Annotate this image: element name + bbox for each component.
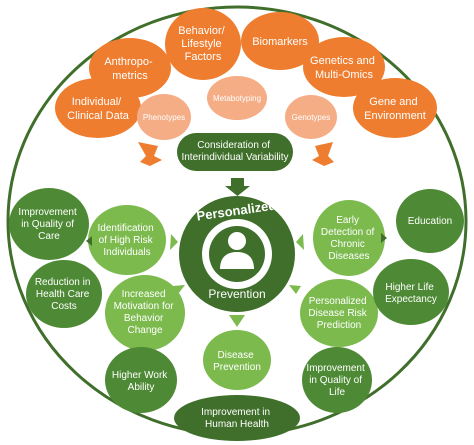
orange-input-behavior-label: Behavior/ Lifestyle Factors [178,25,228,63]
arrow-to-early-detection [296,234,304,250]
orange-input-anthropometrics: Anthropo- metrics [89,38,171,98]
outer-outcome-life-expectancy-label: Higher Life Expectancy [385,282,437,305]
outer-outcome-quality-of-care-label: Improvement in Quality of Care [18,207,79,242]
outer-outcome-education-label: Education [408,216,452,227]
center-subtitle: Prevention [208,287,265,301]
connector-arrow-right-upper [381,233,387,243]
inner-outcome-motivation-label: Increased Motivation for Behavior Change [114,289,177,336]
person-icon [220,232,254,269]
arrow-to-motivation [173,285,185,294]
inner-outcome-risk-prediction-label: Personalized Disease Risk Prediction [308,296,369,331]
bottom-label: Improvement in Human Health [201,407,273,430]
outer-outcome-health-care-costs-label: Reduction in Health Care Costs [35,277,93,312]
orange-input-genetics: Genetics and Multi-Omics [303,37,385,97]
orange-input-behavior: Behavior/ Lifestyle Factors [165,8,241,80]
consideration-label: Consideration of Interindividual Variabi… [181,140,288,163]
omics-genotypes-label: Genotypes [292,113,331,122]
arrow-down-to-center [225,178,250,196]
orange-input-anthropometrics-label: Anthropo- metrics [104,56,155,82]
outer-outcome-health-care-costs: Reduction in Health Care Costs [26,260,102,328]
inner-outcome-disease-prevention-label: Disease Prevention [213,350,261,373]
arrow-left-orange [138,142,162,166]
inner-outcome-disease-prevention: Disease Prevention [203,330,271,390]
inner-outcome-early-detection-label: Early Detection of Chronic Diseases [321,215,377,262]
outer-outcome-quality-of-care: Improvement in Quality of Care [9,188,89,260]
center-personalized-prevention: Personalized Prevention [179,196,295,312]
arrow-to-disease-prevention [229,315,245,327]
inner-outcome-risk-prediction: Personalized Disease Risk Prediction [300,279,378,347]
arrow-right-orange [312,142,334,166]
orange-input-genetics-label: Genetics and Multi-Omics [310,55,378,81]
orange-input-biomarkers-label: Biomarkers [252,36,308,48]
inner-outcome-identification: Identification of High Risk Individuals [88,205,166,275]
omics-phenotypes: Phenotypes [137,94,191,140]
arrow-to-risk-prediction [289,285,301,294]
inner-outcome-motivation: Increased Motivation for Behavior Change [105,275,185,351]
outer-outcome-quality-of-life: Improvement in Quality of Life [302,347,372,413]
omics-metabotyping-label: Metabotyping [213,94,261,103]
omics-phenotypes-label: Phenotypes [143,113,185,122]
orange-input-individual-label: Individual/ Clinical Data [67,96,130,122]
orange-input-biomarkers: Biomarkers [241,12,319,70]
outer-outcome-quality-of-life-label: Improvement in Quality of Life [306,363,367,398]
consideration-box: Consideration of Interindividual Variabi… [177,133,293,171]
connector-arrow-left-upper [86,236,92,246]
omics-metabotyping: Metabotyping [207,76,267,120]
orange-input-gene-environment-label: Gene and Environment [364,96,426,122]
inner-outcome-identification-label: Identification of High Risk Individuals [98,223,157,258]
bottom-improvement-human-health: Improvement in Human Health [174,395,300,441]
omics-genotypes: Genotypes [285,95,337,139]
outer-outcome-work-ability: Higher Work Ability [105,347,177,413]
outer-outcome-work-ability-label: Higher Work Ability [112,370,170,393]
inner-outcome-early-detection: Early Detection of Chronic Diseases [313,200,385,276]
orange-input-gene-environment: Gene and Environment [353,78,437,138]
arrow-to-identification [170,234,178,250]
outer-outcome-life-expectancy: Higher Life Expectancy [373,259,449,325]
outer-outcome-education: Education [396,189,464,253]
